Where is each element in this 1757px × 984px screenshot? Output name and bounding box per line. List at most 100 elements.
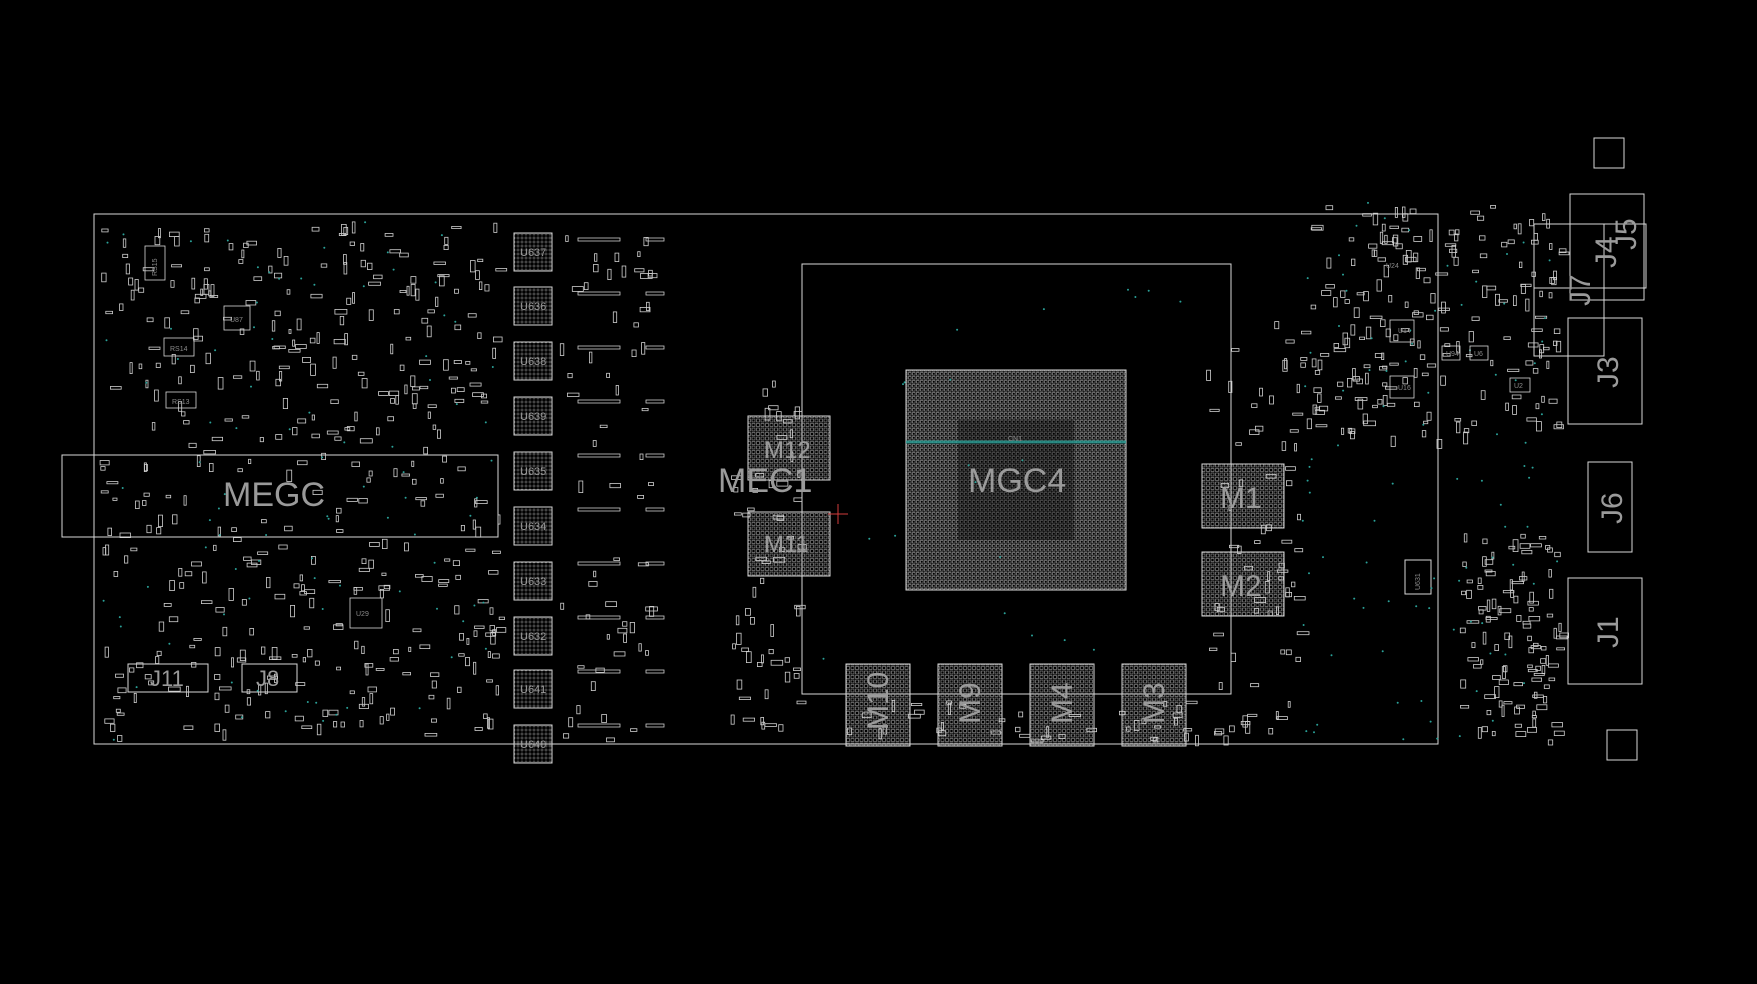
passive-part bbox=[399, 252, 409, 258]
passive-part bbox=[393, 309, 400, 315]
passive-part bbox=[946, 700, 952, 705]
label-m12: M12 bbox=[764, 437, 811, 464]
via bbox=[484, 421, 487, 424]
passive-part bbox=[784, 657, 790, 663]
passive-part bbox=[438, 583, 448, 587]
passive-part bbox=[307, 649, 313, 658]
passive-part bbox=[1251, 403, 1258, 408]
passive-part bbox=[577, 399, 621, 404]
vrm-u635 bbox=[513, 451, 553, 491]
passive-part bbox=[1285, 339, 1295, 344]
passive-part bbox=[1287, 701, 1291, 708]
passive-part bbox=[316, 332, 320, 344]
passive-part bbox=[1238, 479, 1244, 487]
passive-part bbox=[410, 283, 416, 297]
board-outline bbox=[93, 213, 1439, 745]
via bbox=[217, 507, 220, 510]
passive-part bbox=[847, 727, 853, 736]
passive-part bbox=[246, 697, 252, 706]
passive-part bbox=[203, 278, 208, 290]
passive-part bbox=[1455, 229, 1460, 236]
passive-part bbox=[634, 268, 645, 273]
passive-part bbox=[622, 621, 628, 627]
passive-part bbox=[1540, 658, 1547, 664]
passive-part bbox=[1426, 314, 1434, 321]
passive-part bbox=[1209, 647, 1218, 651]
passive-part bbox=[260, 646, 266, 655]
via bbox=[475, 496, 478, 499]
passive-part bbox=[1363, 420, 1376, 427]
label-u6: U6 bbox=[1474, 351, 1483, 358]
ic-u14 bbox=[1389, 319, 1415, 343]
passive-part bbox=[435, 493, 444, 498]
passive-part bbox=[1451, 244, 1456, 258]
passive-part bbox=[1265, 473, 1277, 479]
via bbox=[1475, 690, 1478, 693]
passive-part bbox=[764, 407, 771, 421]
passive-part bbox=[1019, 733, 1031, 738]
passive-part bbox=[1430, 293, 1436, 304]
via bbox=[1308, 491, 1311, 494]
vrm-u636 bbox=[513, 286, 553, 326]
passive-part bbox=[272, 345, 280, 350]
via bbox=[1404, 360, 1407, 363]
via bbox=[327, 517, 330, 520]
passive-part bbox=[1295, 656, 1301, 662]
passive-part bbox=[734, 512, 742, 516]
passive-part bbox=[1413, 236, 1423, 242]
vrm-u638 bbox=[513, 341, 553, 381]
passive-part bbox=[322, 709, 329, 717]
passive-part bbox=[1086, 727, 1098, 733]
passive-part bbox=[882, 724, 887, 735]
label-u640: U640 bbox=[520, 739, 546, 751]
passive-part bbox=[643, 236, 649, 247]
via bbox=[491, 366, 494, 368]
passive-part bbox=[336, 507, 342, 514]
passive-part bbox=[1018, 711, 1024, 718]
passive-part bbox=[645, 345, 665, 350]
via bbox=[1305, 730, 1308, 733]
passive-part bbox=[353, 587, 358, 595]
via bbox=[967, 464, 970, 467]
passive-part bbox=[110, 723, 116, 732]
via bbox=[1481, 622, 1484, 625]
passive-part bbox=[343, 262, 348, 275]
ic-u2 bbox=[1509, 377, 1531, 393]
passive-part bbox=[1320, 352, 1330, 357]
passive-part bbox=[1545, 655, 1549, 666]
passive-part bbox=[231, 527, 237, 533]
via bbox=[265, 534, 268, 536]
passive-part bbox=[164, 317, 170, 329]
passive-part bbox=[1541, 665, 1546, 675]
via bbox=[1147, 289, 1150, 292]
passive-part bbox=[1471, 420, 1478, 426]
passive-part bbox=[599, 424, 608, 429]
passive-part bbox=[168, 616, 179, 623]
passive-part bbox=[1341, 427, 1345, 435]
passive-part bbox=[778, 724, 784, 732]
passive-part bbox=[1435, 272, 1449, 276]
passive-part bbox=[316, 723, 322, 736]
passive-part bbox=[488, 570, 499, 575]
passive-part bbox=[1133, 720, 1140, 731]
passive-part bbox=[320, 263, 328, 268]
passive-part bbox=[251, 559, 262, 565]
passive-part bbox=[861, 712, 872, 719]
via bbox=[1506, 253, 1508, 255]
passive-part bbox=[217, 526, 222, 537]
via bbox=[1499, 503, 1502, 506]
passive-part bbox=[559, 343, 565, 356]
passive-part bbox=[443, 359, 449, 371]
passive-part bbox=[211, 436, 223, 442]
passive-part bbox=[1015, 726, 1021, 733]
passive-part bbox=[1363, 291, 1369, 302]
passive-part bbox=[256, 370, 260, 381]
passive-part bbox=[1547, 547, 1553, 553]
passive-part bbox=[415, 497, 427, 501]
passive-part bbox=[295, 344, 307, 349]
passive-part bbox=[730, 714, 735, 725]
passive-part bbox=[1471, 642, 1476, 648]
passive-part bbox=[1242, 715, 1248, 728]
label-j1: J1 bbox=[1592, 616, 1625, 648]
